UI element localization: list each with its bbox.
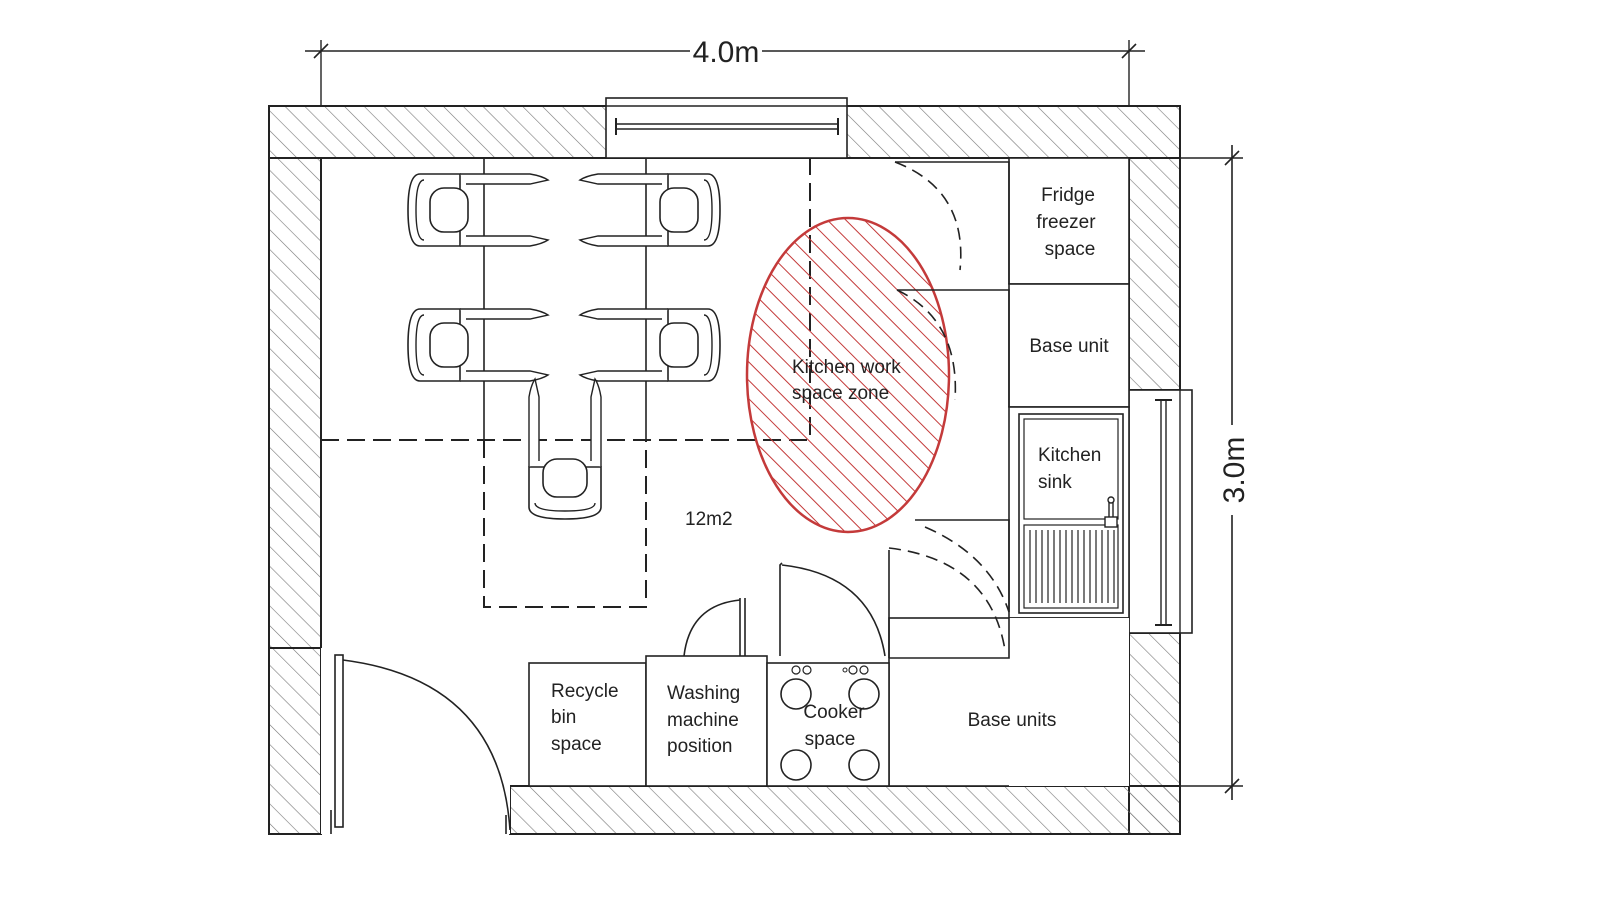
chair-icon	[528, 378, 602, 520]
wall-left-upper	[268, 157, 322, 649]
entrance-door	[330, 654, 511, 834]
cooker-label-line2: space	[805, 729, 856, 750]
recycle-bin-space	[528, 662, 647, 787]
recycle-label-line1: Recycle	[551, 681, 619, 702]
recycle-label-line3: space	[551, 734, 602, 755]
base-unit	[1008, 283, 1130, 408]
bottom-units: Recycle bin space Washing machine position C…	[528, 655, 890, 787]
door-opening	[321, 648, 510, 834]
kitchen-work-zone: Kitchen work space zone	[745, 216, 951, 534]
unit-door-swings	[888, 161, 1010, 658]
dimension-height: 3.0m	[1142, 145, 1251, 800]
base-unit-label: Base unit	[1029, 336, 1109, 357]
tap-icon	[1104, 496, 1118, 528]
window-top	[605, 97, 848, 159]
cooker-label-line1: Cooker	[803, 702, 865, 723]
dimension-width: 4.0m	[305, 36, 1145, 106]
washing-machine-position	[645, 655, 768, 787]
sink-label-line1: Kitchen	[1038, 445, 1101, 466]
fridge-freezer-space	[1008, 157, 1130, 285]
wall-right-upper	[1128, 157, 1181, 391]
height-label: 3.0m	[1218, 437, 1251, 504]
bottom-door-swings	[683, 562, 886, 657]
chair-icon	[579, 173, 721, 247]
washing-label-line3: position	[667, 736, 733, 757]
sink-drainer	[1023, 524, 1119, 609]
work-zone-label-line1: Kitchen work	[792, 357, 901, 378]
work-zone-label-line2: space zone	[792, 383, 889, 404]
width-label: 4.0m	[693, 36, 760, 69]
sink-drainer-ribs	[1029, 530, 1115, 603]
dining-chairs	[407, 173, 721, 520]
chair-icon	[407, 173, 549, 247]
kitchen-sink-unit	[1008, 406, 1130, 619]
base-units-label: Base units	[968, 710, 1057, 731]
chair-icon	[579, 308, 721, 382]
washing-label-line2: machine	[667, 710, 739, 731]
window-right	[1128, 389, 1193, 634]
fridge-label-line1: Fridge	[1041, 185, 1095, 206]
wall-bottom	[509, 785, 1181, 835]
room-area-label: 12m2	[685, 509, 733, 530]
sink-basin	[1018, 413, 1124, 614]
table-outline	[483, 158, 647, 440]
fridge-label-line2: freezer	[1036, 212, 1096, 233]
washing-label-line1: Washing	[667, 683, 740, 704]
recycle-label-line2: bin	[551, 707, 576, 728]
clearance-zones	[321, 158, 811, 608]
walls	[268, 105, 1181, 835]
fridge-label-line3: space	[1045, 239, 1096, 260]
sink-label-line2: sink	[1038, 472, 1072, 493]
chair-icon	[407, 308, 549, 382]
hob-burners-icon	[780, 665, 880, 781]
wall-left-lower	[268, 647, 322, 835]
right-units: Fridge freezer space Base unit	[888, 157, 1130, 787]
